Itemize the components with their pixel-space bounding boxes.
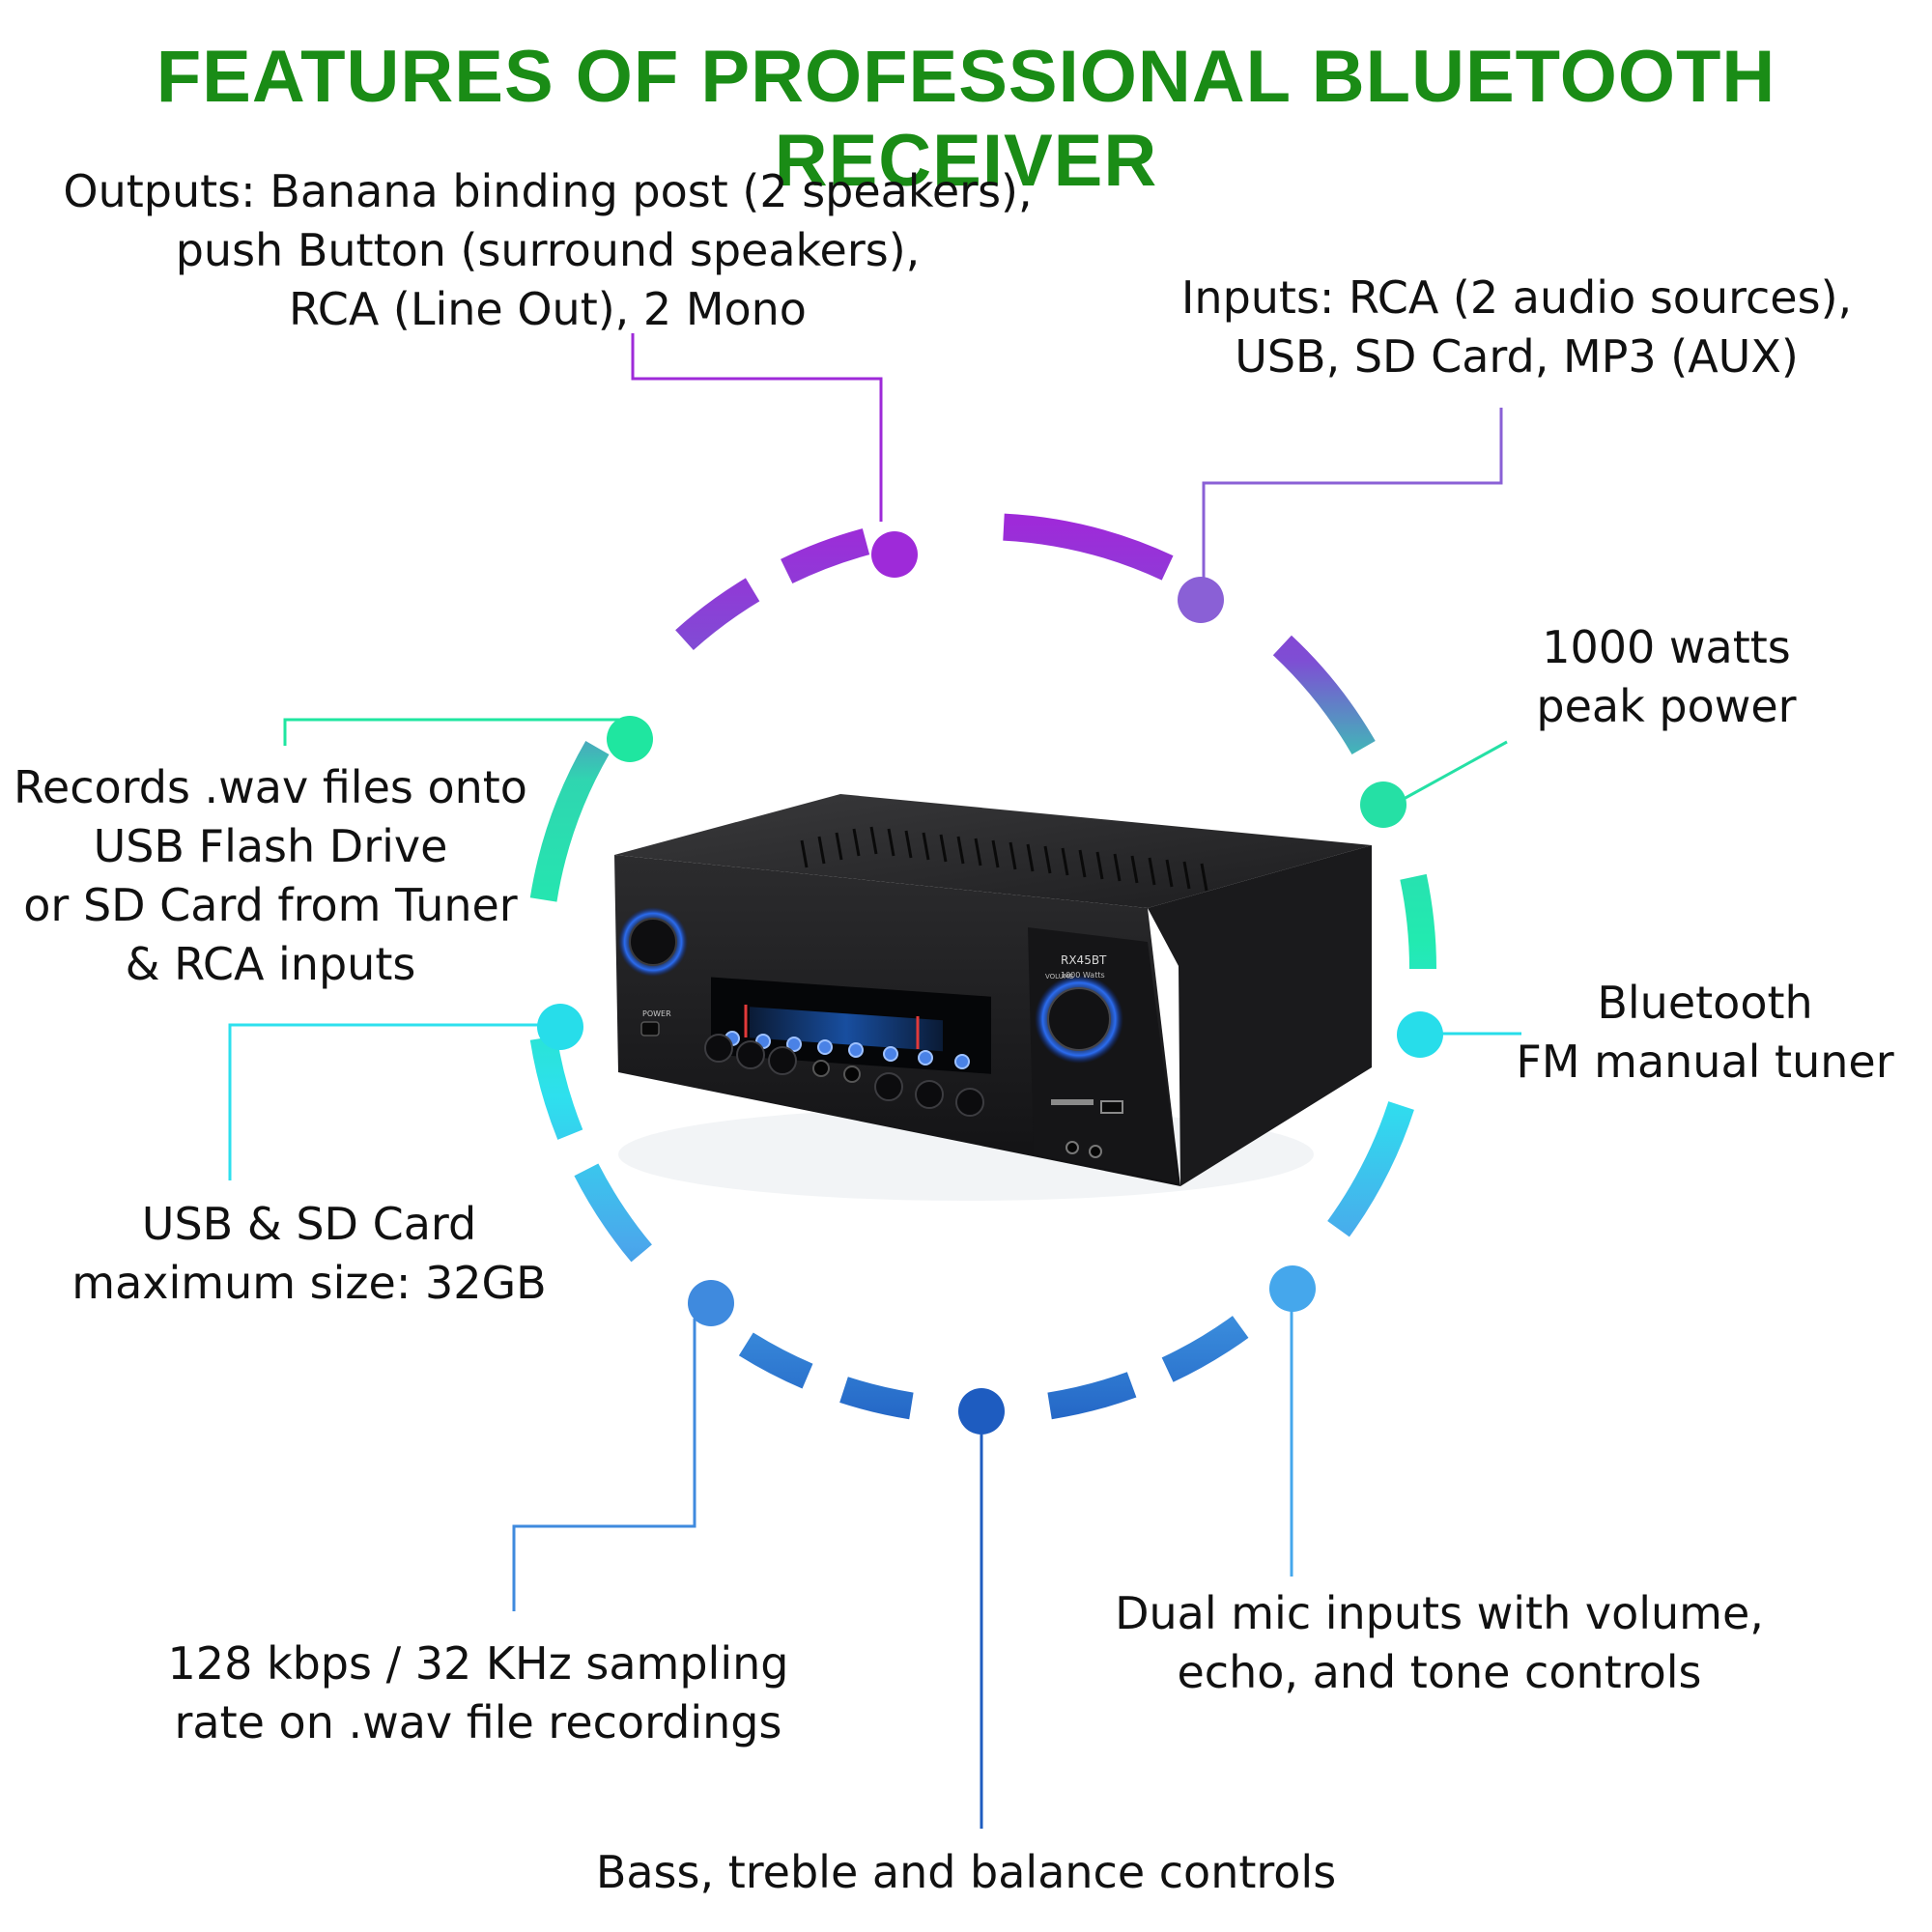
inputs-connector: [1202, 408, 1503, 589]
storage-line-2: maximum size: 32GB: [71, 1257, 547, 1309]
sampling-dot: [688, 1280, 734, 1326]
balance-knob: [955, 1088, 984, 1117]
echo-knob: [704, 1034, 733, 1063]
ring-segment-3: [839, 1377, 914, 1420]
records-connector: [283, 718, 620, 746]
records-line-2: USB Flash Drive: [93, 820, 448, 872]
model-label: RX45BT: [1061, 953, 1107, 967]
power-line-2: peak power: [1536, 680, 1797, 732]
ring-segment-10: [1003, 513, 1174, 581]
tone-dot: [958, 1388, 1005, 1435]
ring-segment-5: [574, 1163, 653, 1263]
bluetooth-line-1: Bluetooth: [1597, 977, 1813, 1029]
ring-segment-1: [1161, 1316, 1249, 1382]
mic-line-2: echo, and tone controls: [1177, 1646, 1702, 1698]
records-line-3: or SD Card from Tuner: [23, 879, 518, 931]
usb-port: [1100, 1100, 1123, 1114]
outputs-line-1: Outputs: Banana binding post (2 speakers…: [63, 165, 1033, 217]
storage-connector: [228, 1023, 560, 1180]
power-label: POWER: [642, 1009, 671, 1018]
bass-knob: [874, 1072, 903, 1101]
treble-knob: [915, 1080, 944, 1109]
volume-label: VOLUME: [1045, 973, 1073, 980]
sampling-callout: 128 kbps / 32 KHz sampling rate on .wav …: [126, 1634, 831, 1752]
outputs-connector: [631, 333, 883, 522]
records-dot: [607, 716, 653, 762]
power-connector: [1394, 740, 1508, 806]
sd-card-slot: [1051, 1099, 1094, 1105]
page-title: FEATURES OF PROFESSIONAL BLUETOOTH RECEI…: [156, 36, 1776, 202]
bluetooth-callout: Bluetooth FM manual tuner: [1512, 974, 1898, 1092]
ring-segment-11: [1272, 635, 1376, 755]
ring-segment-6: [529, 1036, 583, 1140]
ring-segment-4: [738, 1332, 813, 1389]
sampling-line-2: rate on .wav file recordings: [174, 1696, 782, 1748]
outputs-callout: Outputs: Banana binding post (2 speakers…: [60, 162, 1036, 339]
inputs-line-1: Inputs: RCA (2 audio sources),: [1180, 271, 1853, 324]
records-line-1: Records .wav files onto: [14, 761, 527, 813]
ring-segment-12: [1400, 873, 1436, 970]
mic-vol-knob: [768, 1046, 797, 1075]
receiver-illustration: POWER RX45BT 1000 Watts VOLUME: [614, 794, 1372, 1201]
power-callout: 1000 watts peak power: [1488, 618, 1845, 736]
ring-segment-7: [529, 740, 610, 902]
connector-lines: [228, 333, 1521, 1829]
outputs-line-2: push Button (surround speakers),: [175, 224, 921, 276]
mic-callout: Dual mic inputs with volume, echo, and t…: [1082, 1584, 1797, 1702]
storage-callout: USB & SD Card maximum size: 32GB: [48, 1195, 570, 1313]
tone-line-1: Bass, treble and balance controls: [595, 1846, 1337, 1898]
storage-line-1: USB & SD Card: [141, 1198, 477, 1250]
mic-dot: [1269, 1265, 1316, 1312]
sampling-line-1: 128 kbps / 32 KHz sampling: [167, 1637, 789, 1690]
outputs-line-3: RCA (Line Out), 2 Mono: [289, 283, 807, 335]
power-line-1: 1000 watts: [1542, 621, 1791, 673]
sampling-connector: [512, 1319, 696, 1611]
inputs-callout: Inputs: RCA (2 audio sources), USB, SD C…: [1150, 269, 1884, 386]
watts-label: 1000 Watts: [1061, 971, 1105, 980]
receiver-side: [1148, 845, 1372, 1186]
mic-line-1: Dual mic inputs with volume,: [1115, 1587, 1764, 1639]
ring-segment-8: [675, 578, 760, 651]
bluetooth-line-2: FM manual tuner: [1516, 1036, 1894, 1088]
inputs-dot: [1178, 577, 1224, 623]
mic-tone-knob: [736, 1040, 765, 1069]
callout-dots: [537, 531, 1443, 1435]
ring-segment-0: [1327, 1101, 1414, 1237]
receiver-top: [614, 794, 1372, 908]
ring-segment-9: [781, 528, 870, 584]
records-callout: Records .wav files onto USB Flash Drive …: [0, 758, 541, 994]
power-button: [640, 1021, 660, 1037]
outputs-dot: [871, 531, 918, 578]
mic1-jack: [812, 1060, 830, 1077]
power-dot: [1360, 781, 1406, 828]
storage-dot: [537, 1004, 583, 1050]
tone-callout: Bass, treble and balance controls: [541, 1843, 1391, 1902]
records-line-4: & RCA inputs: [125, 938, 416, 990]
bluetooth-dot: [1397, 1011, 1443, 1058]
inputs-line-2: USB, SD Card, MP3 (AUX): [1235, 330, 1799, 383]
mic2-jack: [843, 1065, 861, 1083]
ring-segment-2: [1047, 1372, 1137, 1420]
